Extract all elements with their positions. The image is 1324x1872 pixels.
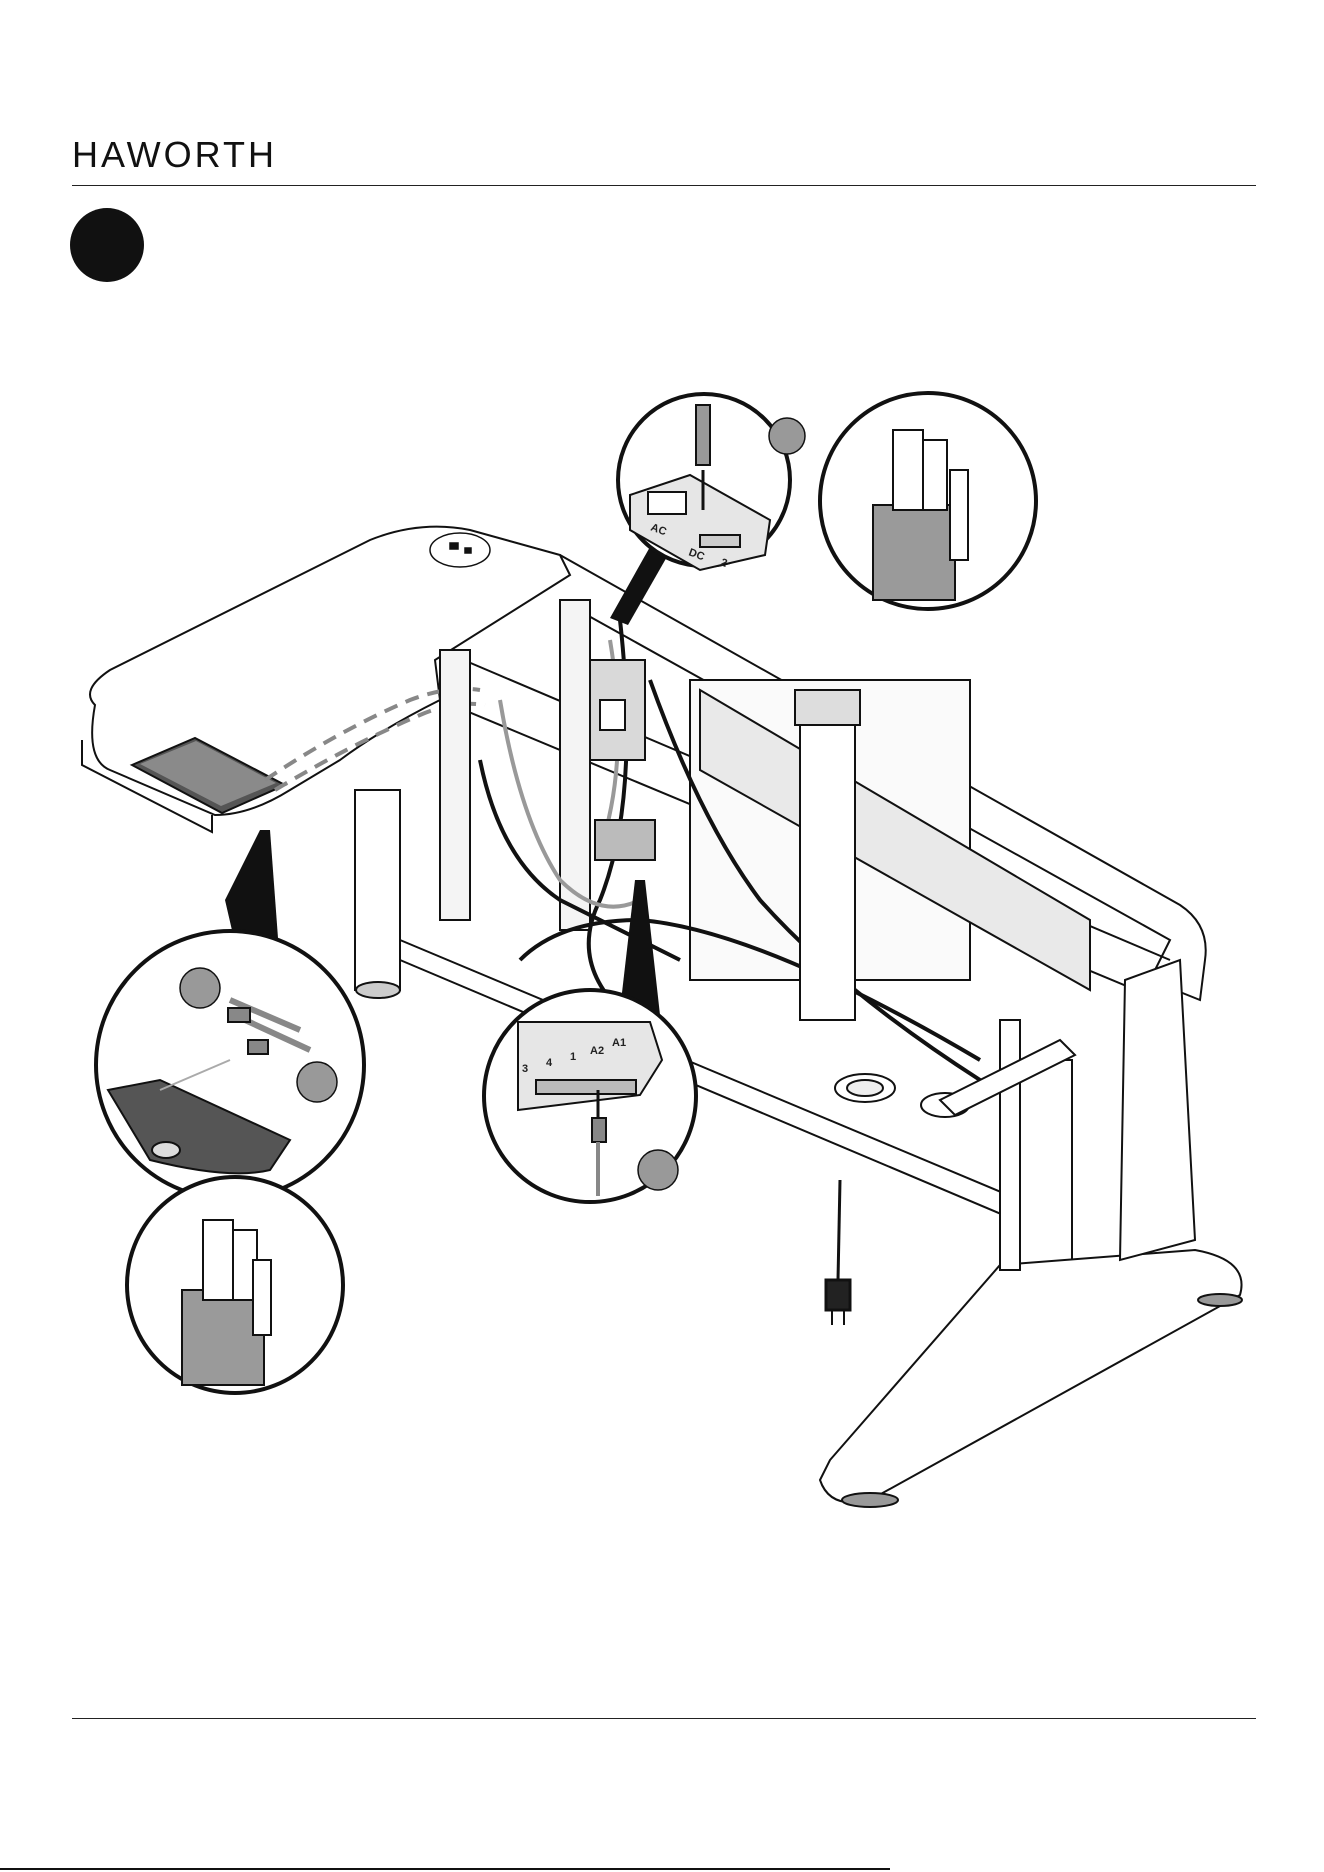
callout-indicator-middle [638,1150,678,1190]
port-label-3: 3 [522,1063,528,1075]
port-label-a1: A1 [612,1037,626,1049]
callout-indicator-left-b [297,1062,337,1102]
page-edge-line [0,1868,890,1870]
lift-actuator [795,690,860,1020]
power-cord [826,1180,850,1325]
callout-indicator-top [769,418,805,454]
callout-indicator-left-a [180,968,220,1008]
control-box [590,660,655,860]
port-label-4: 4 [546,1057,553,1069]
port-label-a2: A2 [590,1045,604,1057]
port-label-1: 1 [570,1051,576,1063]
desk-leg-left [355,790,400,998]
footer-divider [72,1718,1256,1719]
desk-grommet [430,533,490,567]
